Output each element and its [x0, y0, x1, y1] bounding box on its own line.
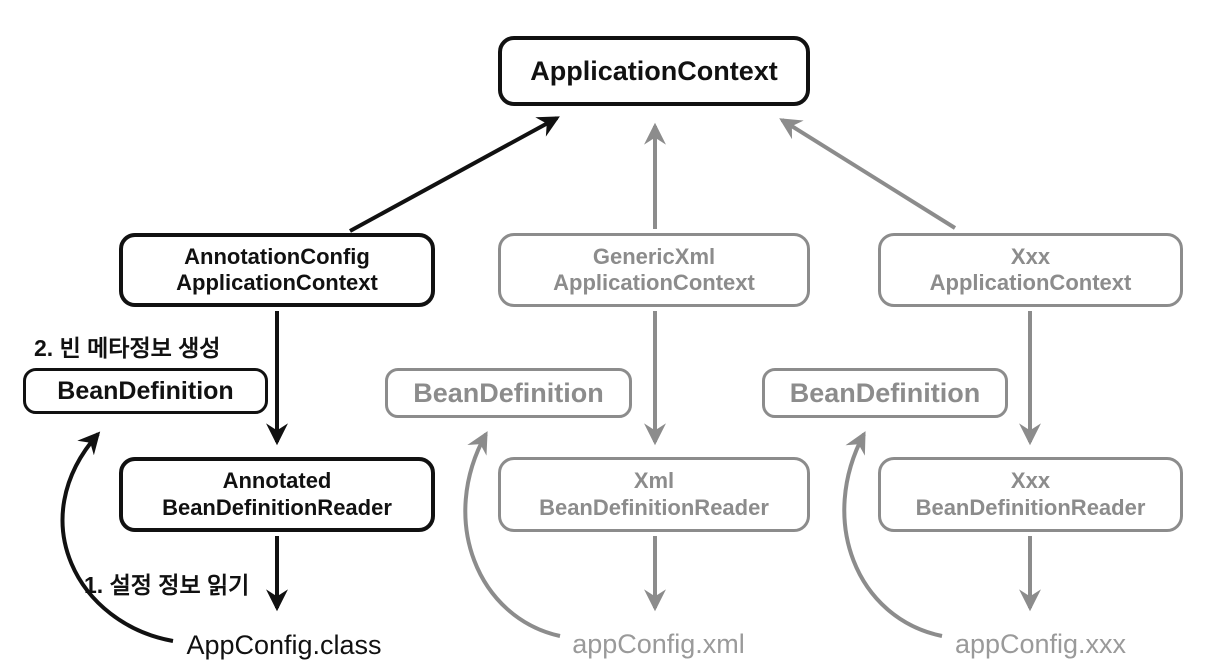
- box-label-line2: BeanDefinitionReader: [539, 494, 769, 520]
- box-label: Xxx BeanDefinitionReader: [916, 468, 1146, 521]
- box-label: BeanDefinition: [789, 377, 981, 408]
- box-label: Xml BeanDefinitionReader: [539, 468, 769, 521]
- box-label: Annotated BeanDefinitionReader: [162, 468, 392, 521]
- arrow-appconfig-xxx-to-beandefinition: [842, 431, 943, 638]
- box-label-line1: Annotated: [222, 468, 332, 494]
- label-appconfig-xml: appConfig.xml: [572, 629, 745, 659]
- box-label-line2: BeanDefinitionReader: [162, 494, 392, 520]
- arrow-xxxcontext-to-applicationcontext: [779, 118, 957, 230]
- box-annotationconfig-applicationcontext: AnnotationConfig ApplicationContext: [119, 233, 435, 307]
- box-label-line1: Xxx: [1010, 468, 1051, 494]
- box-label-line1: AnnotationConfig: [184, 243, 370, 269]
- box-label-line2: ApplicationContext: [929, 270, 1132, 295]
- box-xxx-applicationcontext: Xxx ApplicationContext: [878, 233, 1183, 307]
- box-beandefinition-xxx: BeanDefinition: [762, 368, 1008, 418]
- box-label: BeanDefinition: [413, 377, 604, 408]
- annotation-step1-read-config: 1. 설정 정보 읽기: [84, 572, 250, 598]
- box-label-line1: GenericXml: [592, 243, 716, 269]
- box-label: Xxx ApplicationContext: [930, 244, 1132, 297]
- box-genericxml-applicationcontext: GenericXml ApplicationContext: [498, 233, 810, 307]
- annotation-step2-bean-metadata: 2. 빈 메타정보 생성: [34, 335, 221, 361]
- label-appconfig-class: AppConfig.class: [186, 630, 382, 660]
- box-label: BeanDefinition: [57, 376, 234, 405]
- arrow-appconfig-xml-to-beandefinition: [463, 431, 561, 638]
- arrow-annotationconfig-to-applicationcontext: [349, 116, 560, 233]
- box-beandefinition-active: BeanDefinition: [23, 368, 268, 414]
- box-label: AnnotationConfig ApplicationContext: [176, 244, 378, 297]
- box-xml-beandefinitionreader: Xml BeanDefinitionReader: [498, 457, 810, 532]
- box-beandefinition-xml: BeanDefinition: [385, 368, 632, 418]
- box-label-line1: Xml: [633, 468, 675, 494]
- box-label: GenericXml ApplicationContext: [553, 244, 755, 297]
- box-label-line2: ApplicationContext: [553, 270, 755, 295]
- box-label-line2: ApplicationContext: [176, 270, 378, 295]
- box-applicationcontext-label: ApplicationContext: [530, 55, 778, 86]
- box-xxx-beandefinitionreader: Xxx BeanDefinitionReader: [878, 457, 1183, 532]
- box-annotated-beandefinitionreader: Annotated BeanDefinitionReader: [119, 457, 435, 532]
- box-label-line2: BeanDefinitionReader: [915, 494, 1146, 520]
- label-appconfig-xxx: appConfig.xxx: [954, 629, 1127, 659]
- box-label-line1: Xxx: [1010, 243, 1051, 269]
- box-applicationcontext: ApplicationContext: [498, 36, 810, 106]
- arrow-appconfig-class-to-beandefinition: [60, 431, 174, 643]
